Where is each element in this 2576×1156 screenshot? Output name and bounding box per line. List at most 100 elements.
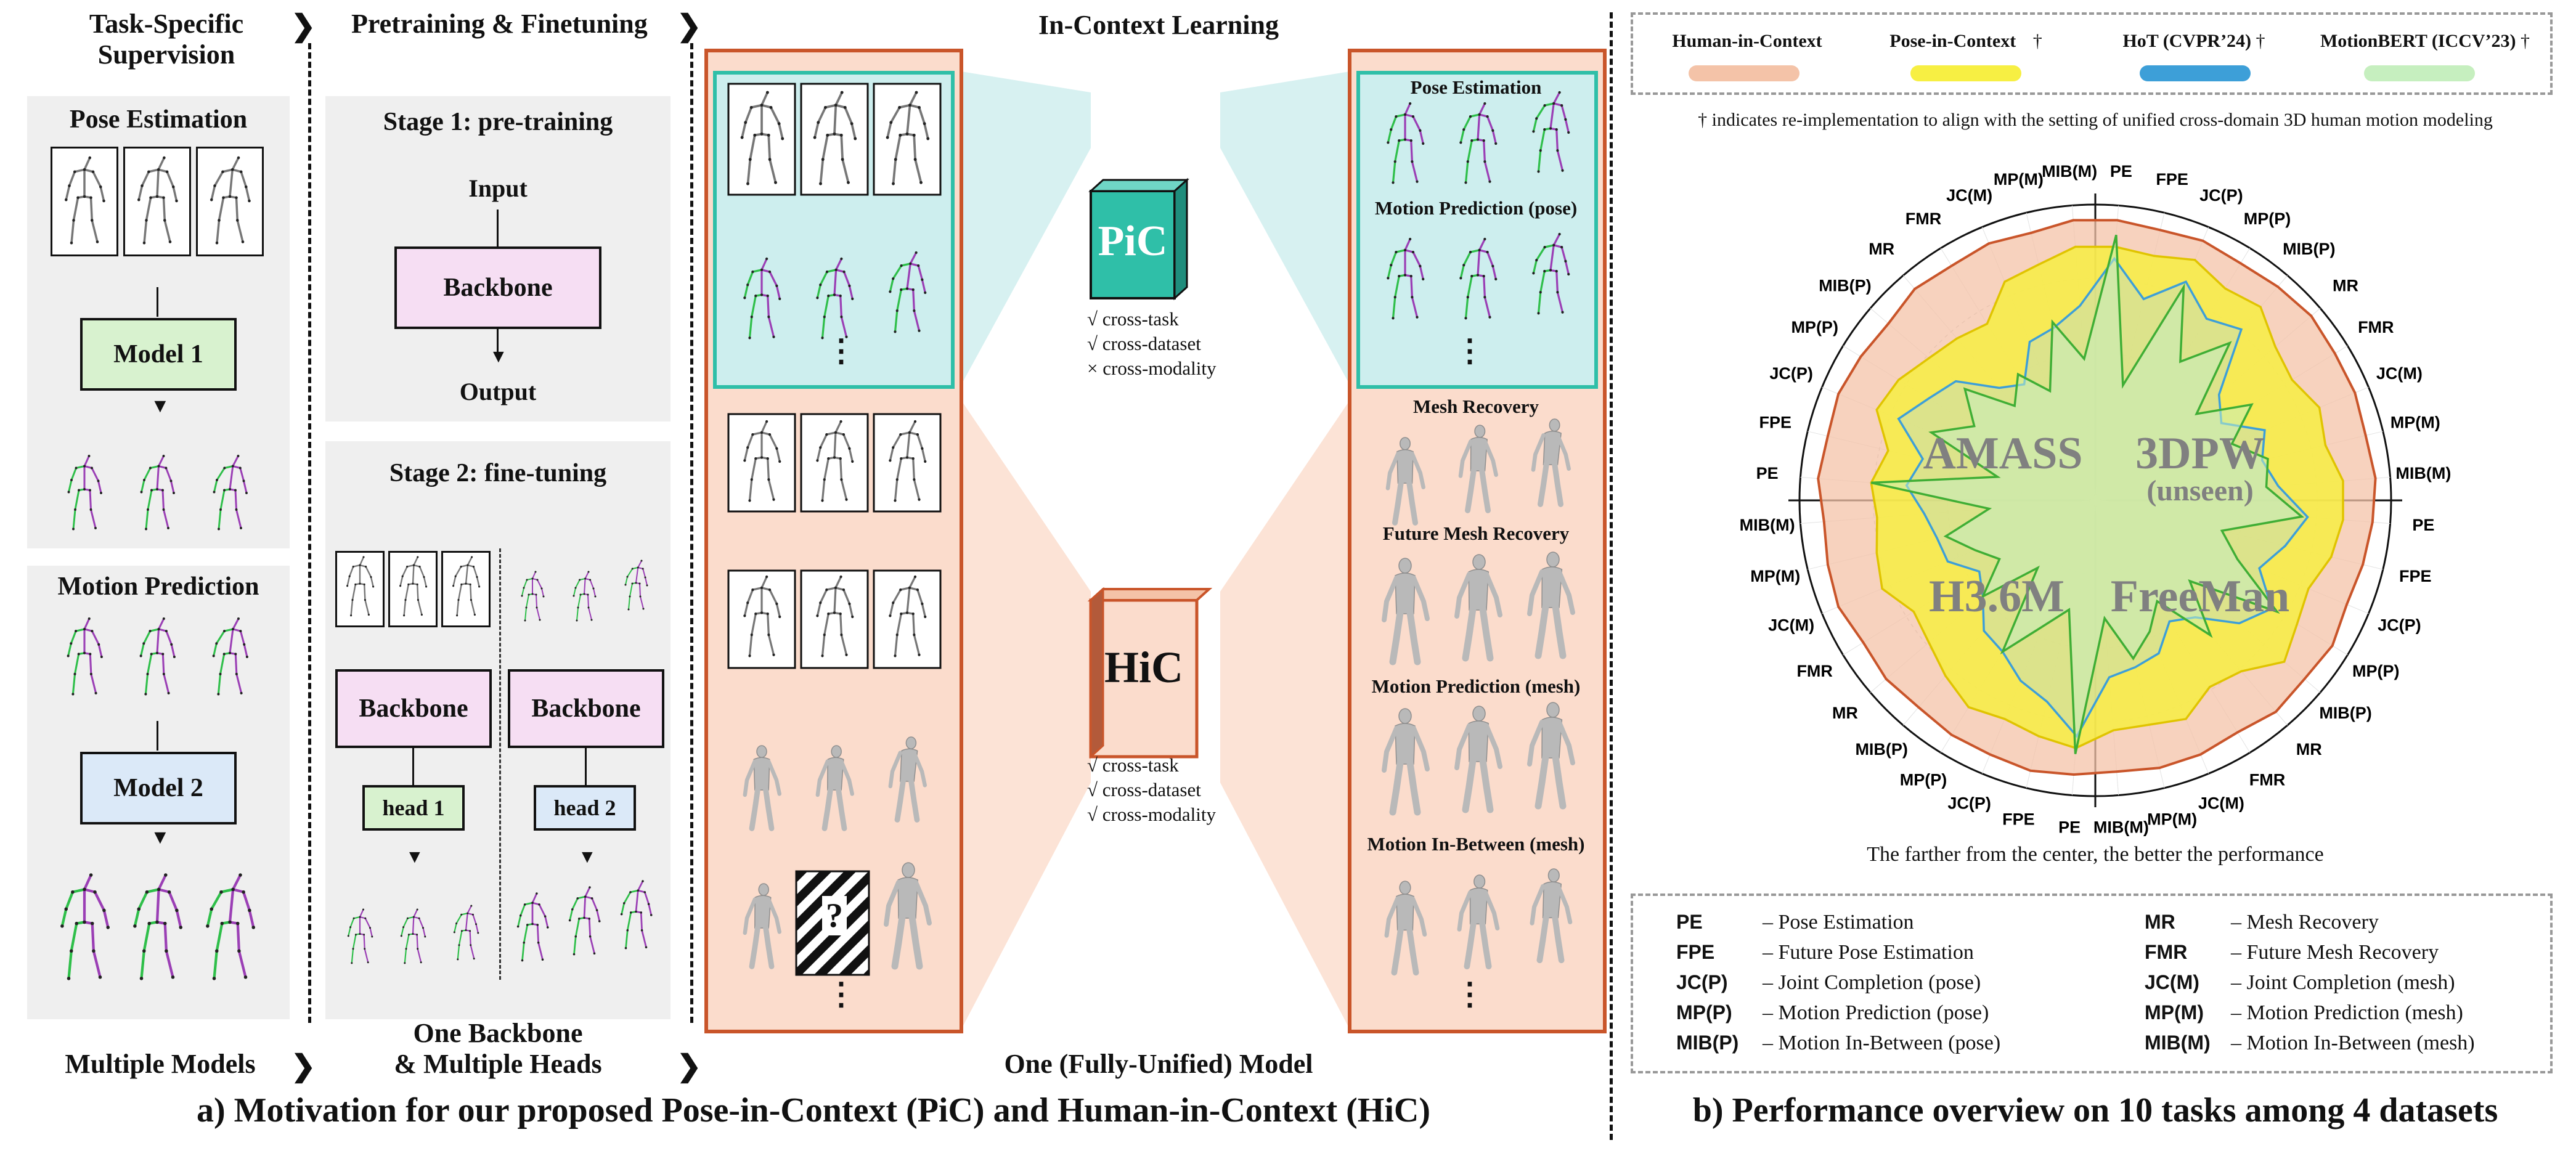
- legend-item-hic: Human-in-Context: [1672, 31, 1822, 51]
- col1-header: Task-Specific Supervision: [89, 9, 244, 70]
- chevron-icon: ❯: [677, 1050, 702, 1083]
- def-row: JC(P)– Joint Completion (pose): [1676, 971, 1981, 994]
- skeleton-frame: [800, 569, 869, 669]
- dashed-separator: [499, 548, 501, 980]
- def-row: JC(M)– Joint Completion (mesh): [2145, 971, 2455, 994]
- stage2-title: Stage 2: fine-tuning: [389, 459, 607, 487]
- col1-footer: Multiple Models: [65, 1049, 256, 1079]
- task-label-motion-in-between-mesh: Motion In-Between (mesh): [1367, 833, 1585, 855]
- connector-line: [412, 748, 414, 785]
- dataset-label-h3.6m: H3.6M: [1929, 571, 2064, 622]
- definitions-left: PE– Pose Estimation FPE– Future Pose Est…: [1676, 907, 2000, 1058]
- pic-cube: [1088, 177, 1189, 301]
- radar-axis-label: MP(M): [2147, 810, 2197, 828]
- radar-axis-label: MP(M): [1750, 567, 1800, 585]
- pic-funnel-right: [1220, 71, 1350, 385]
- radar-axis-label: MP(P): [1791, 318, 1838, 336]
- connector-line: [157, 287, 158, 317]
- radar-axis-label: MP(P): [2352, 662, 2400, 680]
- radar-axis-label: MIB(P): [1855, 740, 1907, 759]
- head-2-box: head 2: [534, 785, 636, 831]
- col3-footer: One (Fully-Unified) Model: [1004, 1049, 1313, 1079]
- radar-axis-label: MIB(M): [1740, 516, 1795, 534]
- legend-swatch-pic: [1910, 65, 2021, 81]
- motion-prediction-title: Motion Prediction: [57, 572, 259, 601]
- chevron-icon: ❯: [291, 10, 316, 43]
- radar-axis-label: MP(P): [2244, 210, 2291, 228]
- skeleton-frame: [727, 413, 796, 513]
- backbone-box-left: Backbone: [335, 669, 492, 748]
- radar-axis-label: MP(M): [2391, 413, 2440, 431]
- radar-axis-label: FPE: [1759, 413, 1791, 431]
- chevron-icon: ❯: [291, 1050, 316, 1083]
- radar-axis-label: JC(P): [2199, 186, 2243, 205]
- task-label-pose-estimation: Pose Estimation: [1410, 76, 1542, 98]
- radar-axis-label: JC(M): [1768, 616, 1814, 634]
- def-row: MP(P)– Motion Prediction (pose): [1676, 1001, 1989, 1024]
- skeleton-frame: [441, 551, 491, 627]
- def-row: PE– Pose Estimation: [1676, 911, 1914, 934]
- col2-header: Pretraining & Finetuning: [351, 9, 648, 39]
- radar-axis-label: FPE: [2002, 810, 2035, 828]
- def-row: FMR– Future Mesh Recovery: [2145, 941, 2439, 964]
- skeleton-frame: [873, 569, 942, 669]
- col2-footer: One Backbone & Multiple Heads: [394, 1018, 602, 1079]
- ellipsis-pic-right: ⋮: [1454, 333, 1485, 368]
- stage1-input: Input: [468, 174, 528, 202]
- radar-axis-label: FMR: [2249, 770, 2285, 789]
- legend-item-motionbert: MotionBERT (ICCV’23) †: [2320, 31, 2530, 51]
- dashed-separator: [1610, 12, 1613, 1140]
- radar-axis-label: JC(P): [1947, 794, 1991, 812]
- skeleton-frame: [873, 83, 942, 196]
- radar-axis-label: JC(P): [1769, 364, 1813, 383]
- ellipsis-pic-left: ⋮: [826, 333, 857, 368]
- pose-estimation-title: Pose Estimation: [69, 105, 248, 134]
- chevron-icon: ❯: [677, 10, 702, 43]
- task-label-mesh-recovery: Mesh Recovery: [1413, 396, 1539, 417]
- radar-axis-label: MR: [2333, 276, 2358, 295]
- connector-line: [157, 721, 158, 751]
- radar-axis-label: MR: [1832, 704, 1858, 722]
- radar-axis-label: JC(M): [1946, 186, 1992, 205]
- hic-cube: [1087, 587, 1213, 759]
- radar-axis-label: MIB(P): [2319, 704, 2371, 722]
- connector-line: [585, 748, 587, 785]
- task-label-motion-prediction-mesh: Motion Prediction (mesh): [1371, 675, 1581, 697]
- legend-item-hot: HoT (CVPR’24) †: [2122, 31, 2265, 51]
- dashed-separator: [308, 43, 311, 1023]
- radar-axis-label: PE: [2412, 516, 2434, 534]
- in-context-diagram: [704, 49, 1607, 1033]
- head-1-box: head 1: [362, 785, 465, 831]
- radar-axis-label: PE: [2110, 162, 2132, 181]
- radar-axis-label: MIB(P): [2283, 240, 2335, 258]
- task-label-future-mesh-recovery: Future Mesh Recovery: [1382, 523, 1570, 544]
- pic-funnel-left: [961, 71, 1091, 385]
- dashed-separator: [690, 43, 693, 1023]
- radar-axis-label: FPE: [2156, 170, 2188, 189]
- pic-label: PiC: [1098, 218, 1168, 265]
- radar-axis-label: FMR: [1906, 210, 1941, 228]
- definitions-right: MR– Mesh Recovery FMR– Future Mesh Recov…: [2145, 907, 2475, 1058]
- def-row: MR– Mesh Recovery: [2145, 911, 2379, 934]
- radar-axis-label: MIB(M): [2093, 818, 2149, 836]
- dataset-label-3dpw: 3DPW: [2135, 428, 2265, 479]
- skeleton-frame: [335, 551, 385, 627]
- caption-a: a) Motivation for our proposed Pose-in-C…: [197, 1091, 1430, 1130]
- arrow-down-icon: ▼: [578, 847, 597, 867]
- radar-axis-label: JC(P): [2378, 616, 2421, 634]
- task-label-motion-prediction-pose: Motion Prediction (pose): [1374, 197, 1578, 219]
- def-row: MIB(M)– Motion In-Between (mesh): [2145, 1032, 2475, 1054]
- radar-axis-label: MIB(P): [1819, 276, 1871, 295]
- pic-capabilities: √ cross-task √ cross-dataset × cross-mod…: [1087, 308, 1217, 379]
- radar-axis-label: FPE: [2399, 567, 2432, 585]
- radar-axis-label: MP(P): [1900, 770, 1947, 789]
- hic-funnel-left: [961, 401, 1091, 1029]
- caption-b: b) Performance overview on 10 tasks amon…: [1692, 1091, 2498, 1130]
- col3-header: In-Context Learning: [1038, 10, 1279, 40]
- stage1-title: Stage 1: pre-training: [383, 108, 613, 136]
- arrow-down-icon: ▼: [150, 394, 170, 417]
- backbone-box: Backbone: [394, 246, 601, 329]
- skeleton-frame: [727, 569, 796, 669]
- query-mark: ?: [822, 896, 847, 935]
